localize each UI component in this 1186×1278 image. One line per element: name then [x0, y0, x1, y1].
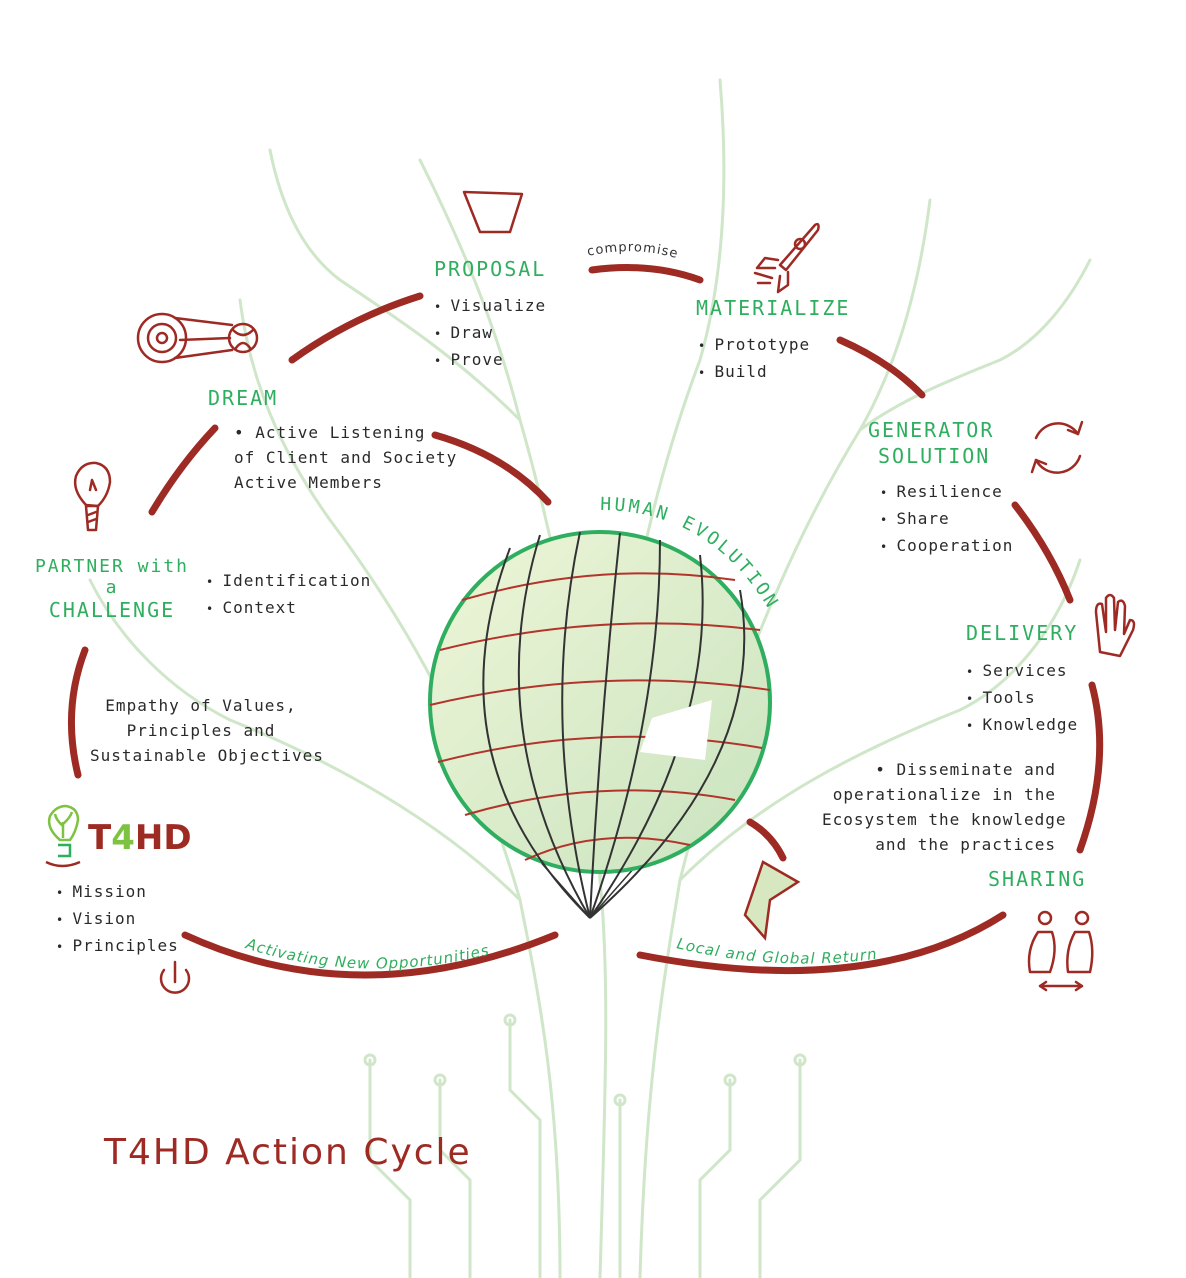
list-item: Cooperation	[880, 533, 1013, 560]
t4hd-logo: T4HD	[88, 818, 192, 858]
list-item: Principles	[56, 933, 179, 960]
logo-t: T	[88, 818, 112, 858]
proposal-list: Visualize Draw Prove	[434, 293, 546, 374]
rocket-icon	[753, 222, 820, 294]
logo-4: 4	[111, 818, 135, 858]
sharing-title: SHARING	[988, 867, 1087, 891]
arc-dream-center	[431, 431, 552, 506]
arc-empathy	[67, 646, 89, 779]
list-item: Tools	[966, 685, 1078, 712]
list-item: Build	[698, 359, 810, 386]
arc-partner-dream	[148, 424, 219, 516]
text-line: Sustainable Objectives	[90, 746, 324, 765]
cycle-arrows-icon	[1030, 420, 1084, 474]
list-item: Share	[880, 506, 1013, 533]
generator-title-1: GENERATOR	[868, 418, 995, 442]
list-item: Services	[966, 658, 1078, 685]
generator-title-2: SOLUTION	[878, 444, 991, 468]
sharing-text: • Disseminate and operationalize in the …	[822, 757, 1067, 857]
partner-title: PARTNER with a CHALLENGE	[32, 556, 192, 622]
lightbulb-plant-icon	[45, 804, 81, 868]
arc-proposal-materialize	[588, 264, 704, 284]
list-item: Context	[206, 595, 371, 622]
dream-text: • Active Listening of Client and Society…	[234, 420, 457, 495]
materialize-title: MATERIALIZE	[696, 296, 851, 320]
delivery-list: Services Tools Knowledge	[966, 658, 1078, 739]
list-item: Prototype	[698, 332, 810, 359]
hand-icon	[1094, 593, 1136, 658]
bucket-icon	[462, 190, 524, 234]
globe	[428, 530, 801, 941]
list-item: Knowledge	[966, 712, 1078, 739]
arc-materialize-generator	[836, 336, 926, 399]
lightbulb-icon	[73, 461, 112, 532]
arc-generator-delivery	[1011, 501, 1074, 604]
partner-title-1: PARTNER with	[34, 556, 190, 577]
t4hd-list: Mission Vision Principles	[56, 879, 179, 960]
materialize-list: Prototype Build	[698, 332, 810, 386]
empathy-text: Empathy of Values, Principles and Sustai…	[90, 693, 324, 768]
arc-sharing-return	[636, 911, 1007, 975]
partner-list: Identification Context	[206, 568, 371, 622]
arc-t4hd-activating	[181, 931, 559, 979]
partner-title-2: a	[105, 577, 119, 598]
text-line: • Disseminate and	[875, 760, 1056, 779]
text-line: and the practices	[875, 835, 1056, 854]
list-item: Resilience	[880, 479, 1013, 506]
logo-hd: HD	[134, 818, 192, 858]
page-title: T4HD Action Cycle	[104, 1132, 472, 1173]
text-line: operationalize in the	[832, 785, 1056, 804]
people-exchange-icon	[1027, 910, 1094, 992]
delivery-title: DELIVERY	[966, 621, 1079, 645]
list-item: Prove	[434, 347, 546, 374]
list-item: Visualize	[434, 293, 546, 320]
list-item: Vision	[56, 906, 179, 933]
text-line: • Active Listening	[234, 423, 426, 442]
text-line: Principles and	[126, 721, 276, 740]
partner-title-3: CHALLENGE	[48, 598, 176, 622]
text-line: Active Members	[234, 473, 383, 492]
arc-delivery-sharing	[1076, 681, 1104, 854]
list-item: Draw	[434, 320, 546, 347]
arc-globe-tail	[746, 818, 787, 862]
compromise-label: compromise	[586, 240, 680, 262]
arc-dream-proposal	[288, 292, 424, 364]
list-item: Identification	[206, 568, 371, 595]
comet-icon	[136, 312, 259, 364]
text-line: Ecosystem the knowledge	[822, 810, 1067, 829]
text-line: of Client and Society	[234, 448, 458, 467]
text-line: Empathy of Values,	[105, 696, 297, 715]
cycle-arcs	[67, 264, 1104, 979]
list-item: Mission	[56, 879, 179, 906]
dream-title: DREAM	[208, 386, 279, 410]
proposal-title: PROPOSAL	[434, 257, 547, 281]
generator-list: Resilience Share Cooperation	[880, 479, 1013, 560]
power-icon	[159, 960, 191, 994]
